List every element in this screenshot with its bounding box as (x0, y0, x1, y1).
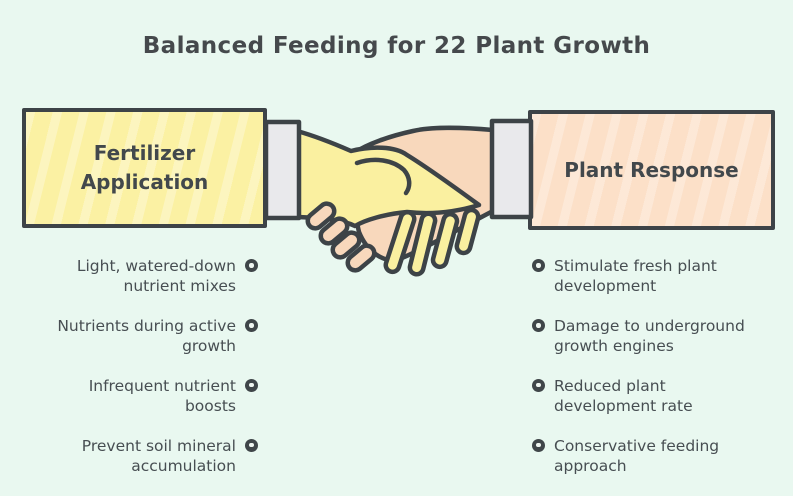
list-item: Stimulate fresh plant development (532, 256, 774, 297)
list-item-text: Stimulate fresh plant development (554, 257, 717, 296)
fertilizer-application-label: Fertilizer Application (80, 141, 209, 194)
list-item: Nutrients during active growth (28, 316, 258, 357)
bullet-icon (532, 318, 545, 332)
list-item-text: Damage to underground growth engines (554, 316, 745, 356)
list-item: Prevent soil mineral accumulation (28, 436, 258, 477)
list-item: Infrequent nutrient boosts (28, 376, 258, 417)
left-cuff (263, 119, 302, 221)
list-item: Damage to underground growth engines (532, 316, 774, 357)
bullet-icon (532, 259, 545, 272)
bullet-icon (245, 318, 258, 332)
list-item-text: Nutrients during active growth (57, 316, 236, 356)
list-item-text: Reduced plant development rate (554, 376, 693, 416)
list-item-text: Infrequent nutrient boosts (88, 376, 236, 416)
page-title: Balanced Feeding for 22 Plant Growth (142, 33, 651, 59)
right-cuff (489, 118, 534, 220)
plant-response-list: Stimulate fresh plant development Damage… (532, 256, 774, 496)
plant-response-box: Plant Response (528, 110, 775, 230)
list-item-text: Conservative feeding approach (554, 436, 720, 476)
bullet-icon (245, 259, 258, 272)
handshake-icon (263, 118, 534, 277)
list-item: Reduced plant development rate (532, 376, 774, 417)
fertilizer-list: Light, watered-down nutrient mixes Nutri… (28, 256, 258, 496)
list-item-text: Prevent soil mineral accumulation (81, 436, 236, 476)
bullet-icon (245, 378, 258, 392)
bullet-icon (532, 378, 545, 392)
infographic-canvas: Balanced Feeding for 22 Plant Growth Fer… (22, 33, 775, 475)
thumb-crease-line (354, 157, 412, 196)
bullet-icon (245, 438, 258, 452)
list-item: Light, watered-down nutrient mixes (28, 256, 258, 297)
fertilizer-application-box: Fertilizer Application (22, 108, 267, 228)
bullet-icon (532, 438, 545, 452)
list-item: Conservative feeding approach (532, 436, 774, 477)
right-hand-fingertips (305, 201, 377, 273)
left-arm-shape (294, 128, 482, 229)
plant-response-label: Plant Response (564, 157, 739, 182)
left-hand-fingers (383, 207, 481, 277)
list-item-text: Light, watered-down nutrient mixes (76, 257, 236, 296)
